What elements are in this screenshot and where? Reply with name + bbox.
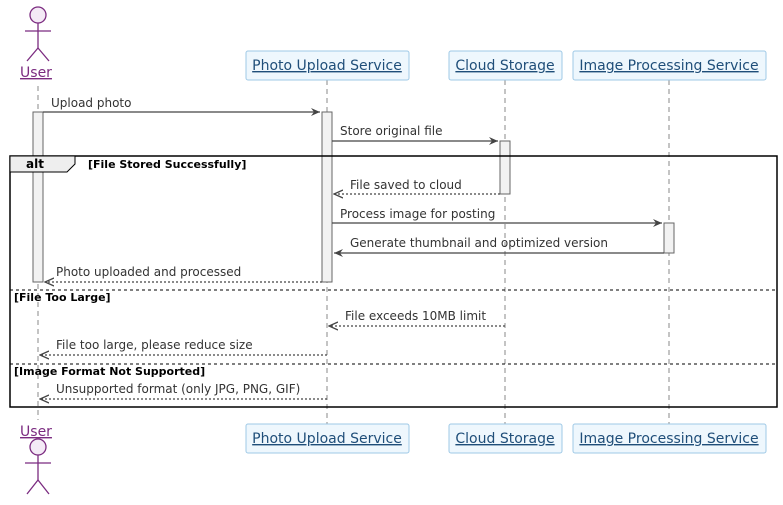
alt-guard-3: [Image Format Not Supported] xyxy=(14,365,205,378)
message-7: File exceeds 10MB limit xyxy=(329,309,505,326)
actor-user-bottom-label: User xyxy=(20,424,52,440)
activation-user xyxy=(32,111,44,283)
participant-storage-top: Cloud Storage xyxy=(448,50,563,81)
message-8-label: File too large, please reduce size xyxy=(56,338,253,352)
alt-guard-1: [File Stored Successfully] xyxy=(88,158,246,171)
alt-guard-2: [File Too Large] xyxy=(14,291,111,304)
participant-storage-bottom: Cloud Storage xyxy=(448,423,563,454)
message-2-label: Store original file xyxy=(340,124,442,138)
alt-operator: alt xyxy=(26,157,44,171)
message-6: Photo uploaded and processed xyxy=(45,265,322,282)
message-9: Unsupported format (only JPG, PNG, GIF) xyxy=(40,382,327,399)
message-5-label: Generate thumbnail and optimized version xyxy=(350,236,608,250)
message-4: Process image for posting xyxy=(332,207,662,227)
participant-upload-top-label: Photo Upload Service xyxy=(252,58,402,74)
alt-fragment: alt [File Stored Successfully] [File Too… xyxy=(9,155,778,408)
message-3-label: File saved to cloud xyxy=(350,178,462,192)
participant-processing-bottom: Image Processing Service xyxy=(572,423,767,454)
participant-storage-top-label: Cloud Storage xyxy=(455,58,554,74)
message-1: Upload photo xyxy=(43,96,320,116)
message-8: File too large, please reduce size xyxy=(40,338,327,355)
activation-upload xyxy=(321,111,333,283)
message-5: Generate thumbnail and optimized version xyxy=(334,236,664,257)
message-3: File saved to cloud xyxy=(334,178,500,194)
activation-storage xyxy=(499,140,511,195)
message-2: Store original file xyxy=(332,124,498,145)
participant-processing-bottom-label: Image Processing Service xyxy=(579,431,758,447)
message-9-label: Unsupported format (only JPG, PNG, GIF) xyxy=(56,382,300,396)
actor-user-top: User xyxy=(20,6,52,81)
participant-storage-bottom-label: Cloud Storage xyxy=(455,431,554,447)
activation-processing xyxy=(663,222,675,254)
participant-processing-top-label: Image Processing Service xyxy=(579,58,758,74)
message-1-label: Upload photo xyxy=(51,96,131,110)
actor-user-bottom: User xyxy=(20,424,52,495)
participant-upload-top: Photo Upload Service xyxy=(245,50,410,81)
message-7-label: File exceeds 10MB limit xyxy=(345,309,486,323)
message-6-label: Photo uploaded and processed xyxy=(56,265,241,279)
actor-user-top-label: User xyxy=(20,65,52,81)
participant-upload-bottom: Photo Upload Service xyxy=(245,423,410,454)
participant-upload-bottom-label: Photo Upload Service xyxy=(252,431,402,447)
message-4-label: Process image for posting xyxy=(340,207,495,221)
participant-processing-top: Image Processing Service xyxy=(572,50,767,81)
